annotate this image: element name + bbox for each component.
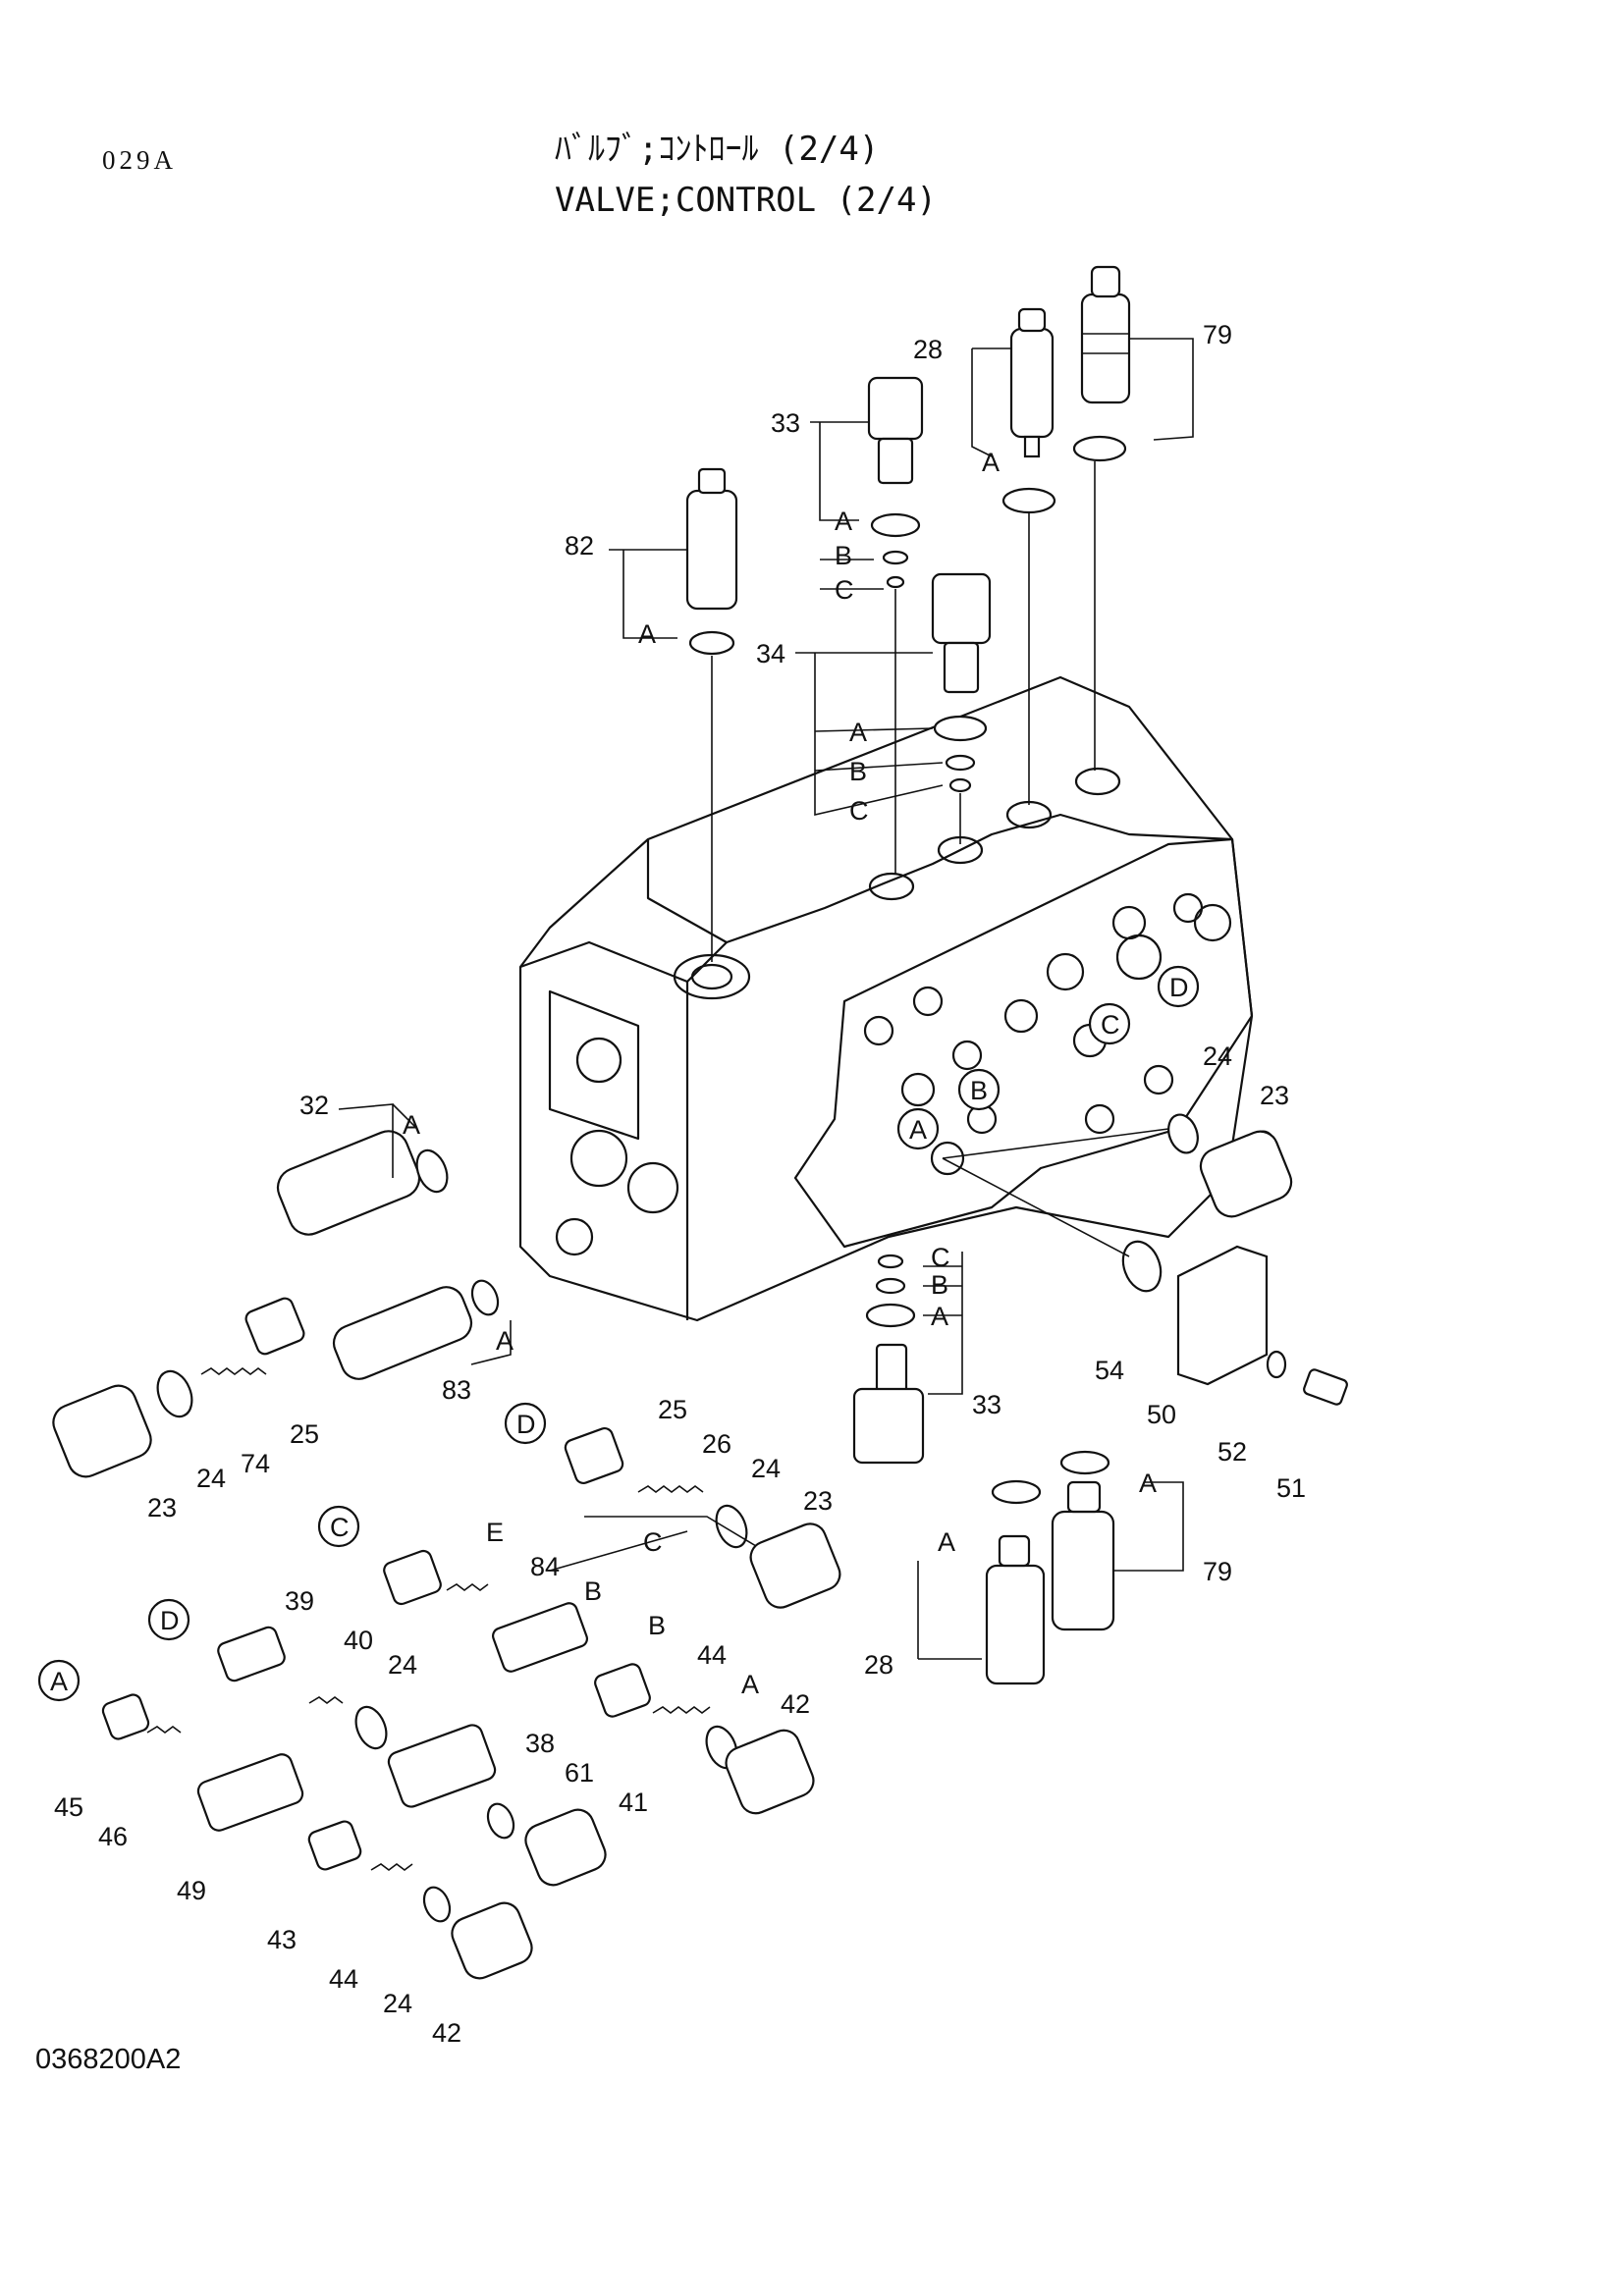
callout-82-A: A [638,619,656,649]
callout-79-top: 79 [1203,320,1232,349]
bubble-left-D: D [516,1410,536,1439]
callout-74: 74 [241,1449,270,1478]
callout-32-A: A [403,1110,420,1140]
callout-79-lower: 79 [1203,1557,1232,1586]
callout-50: 50 [1147,1400,1176,1429]
callout-42-C: 42 [781,1689,810,1719]
bubble-label-A: A [909,1115,927,1145]
bubble-label-B: B [970,1076,988,1105]
callout-33-lower-B: B [931,1270,948,1300]
callout-28-lower-A: A [938,1527,955,1557]
callout-44-B: 44 [697,1640,727,1670]
callout-34-B: B [849,757,867,786]
bubble-label-C: C [1101,1010,1120,1040]
callout-84-C: B [584,1576,602,1606]
callout-32: 32 [299,1091,329,1120]
callout-28-A: A [982,448,1000,477]
callout-25-left: 25 [290,1419,319,1449]
callout-26: 26 [702,1429,731,1459]
page-code: 029A [102,145,177,175]
callout-33-A: A [835,507,852,536]
callout-23-D: 23 [803,1486,833,1516]
callout-84-E: 84 [530,1552,560,1581]
callout-40: 40 [344,1626,373,1655]
callout-52: 52 [1217,1437,1247,1467]
callout-43: 43 [267,1925,297,1954]
callout-33-top: 33 [771,408,800,438]
callout-25-D: 25 [658,1395,687,1424]
callout-33-B: B [835,541,852,570]
callout-84-B: B [648,1611,666,1640]
callout-83: 83 [442,1375,471,1405]
callout-34: 34 [756,639,785,668]
callout-23-right: 23 [1260,1081,1289,1110]
callout-49: 49 [177,1876,206,1905]
callout-23-left: 23 [147,1493,177,1522]
callout-82: 82 [565,531,594,561]
callout-45: 45 [54,1792,83,1822]
callout-33-lower-A: A [931,1302,948,1331]
top-components [685,265,1131,962]
callout-84-D: E [486,1518,504,1547]
callout-61: 61 [565,1758,594,1788]
callout-24-right: 24 [1203,1041,1232,1071]
callout-46: 46 [98,1822,128,1851]
bubble-left-B: D [160,1606,180,1635]
callout-24-B: 24 [388,1650,417,1680]
callout-39: 39 [285,1586,314,1616]
callout-33-C: C [835,575,854,605]
title-english: VALVE;CONTROL (2/4) [555,181,937,220]
callout-44-A: 44 [329,1964,358,1994]
callout-84-A: A [741,1670,759,1699]
callout-34-C: C [849,796,869,826]
callout-28-top: 28 [913,335,943,364]
callout-54: 54 [1095,1356,1124,1385]
title-japanese: ﾊﾞﾙﾌﾞ;ｺﾝﾄﾛｰﾙ (2/4) [555,130,880,169]
callout-33-lower: 33 [972,1390,1001,1419]
bubble-label-D: D [1169,973,1189,1002]
callout-42-A: 42 [432,2018,461,2048]
callout-38: 38 [525,1729,555,1758]
drawing-number: 0368200A2 [35,2044,182,2075]
callout-bubbles: D C B A [896,965,1200,1150]
callout-24-A: 24 [383,1989,412,2018]
callout-24-left: 24 [196,1464,226,1493]
leader-lines [338,338,1194,1660]
callout-84: C [643,1527,663,1557]
callout-41: 41 [619,1788,648,1817]
valve-body [518,675,1254,1322]
callout-51: 51 [1276,1473,1306,1503]
callout-24-D: 24 [751,1454,781,1483]
callout-83-A: A [496,1326,514,1356]
callout-28-lower: 28 [864,1650,893,1680]
callout-33-lower-C: C [931,1243,950,1272]
callout-labels: 79 28 A 33 A B C 82 A 34 A B C 24 23 32 … [54,320,1306,2048]
callout-79-lower-A: A [1139,1468,1157,1498]
callout-34-A: A [849,718,867,747]
bubble-left-C: C [330,1513,350,1542]
left-components: D C D A [37,1130,1293,1980]
bubble-left-A: A [50,1667,68,1696]
